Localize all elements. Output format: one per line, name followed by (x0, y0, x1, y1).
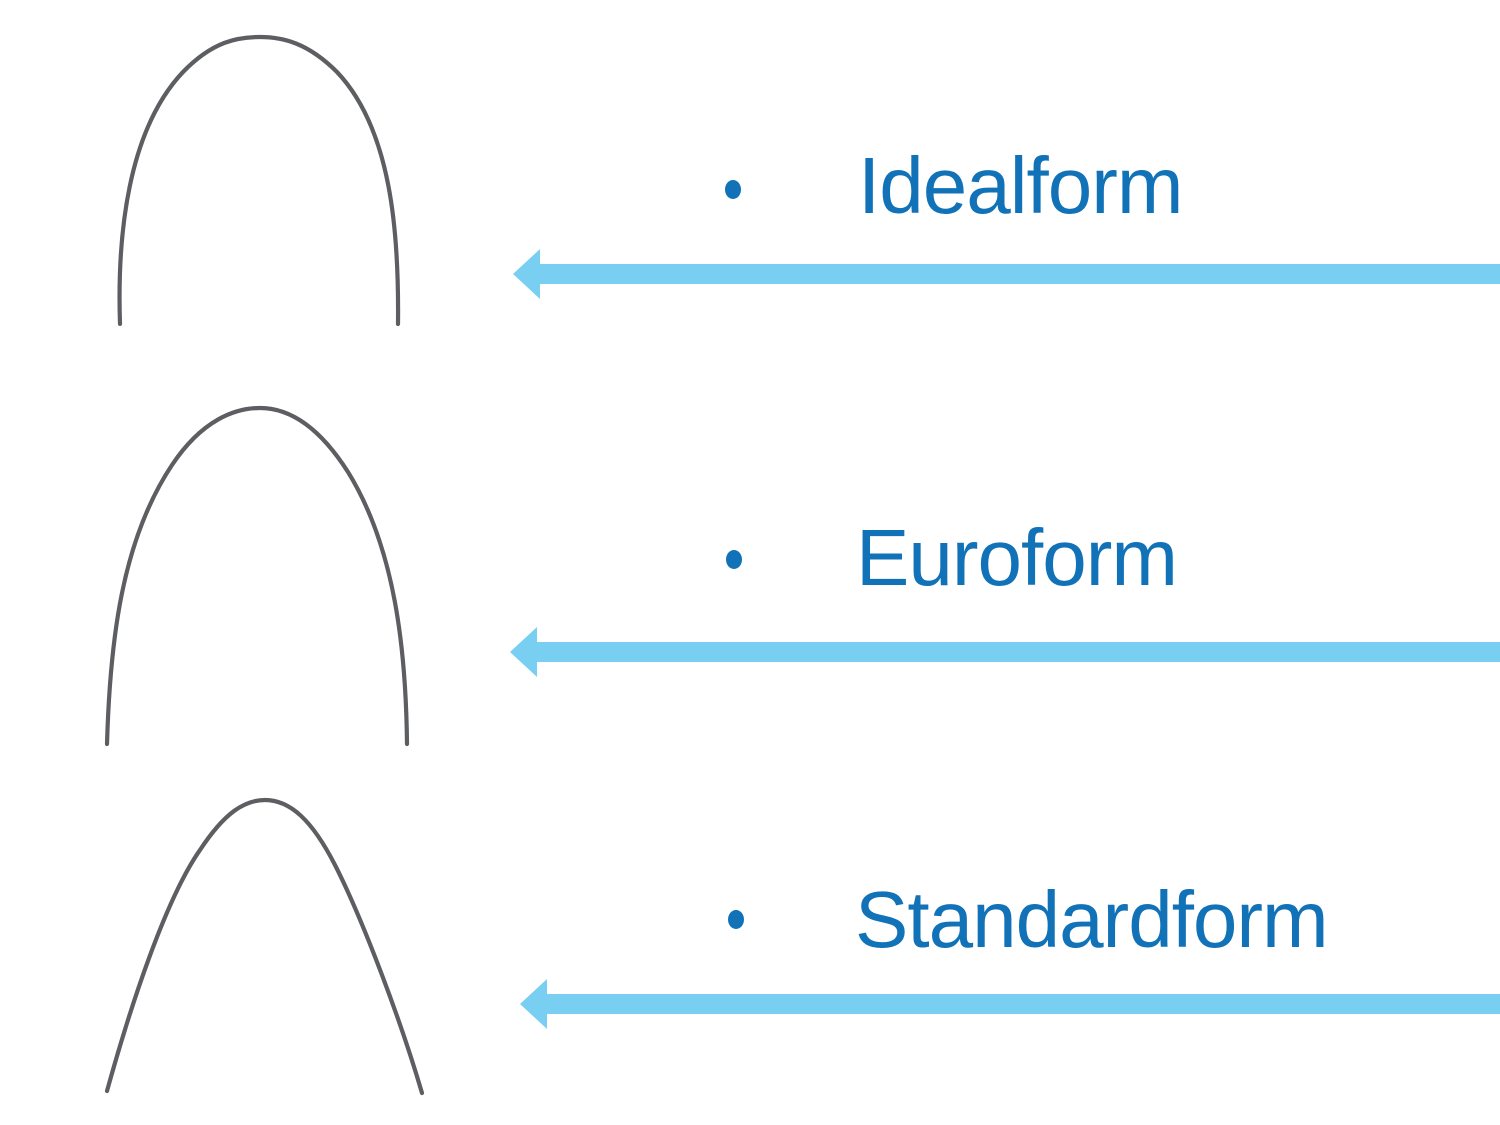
bullet-icon (728, 910, 744, 929)
euroform-archwire-image (104, 405, 410, 747)
left-arrow-icon (513, 249, 1500, 299)
label-idealform: Idealform (858, 141, 1183, 230)
bullet-icon (726, 550, 742, 569)
left-arrow-icon (520, 979, 1500, 1029)
bullet-icon (725, 180, 741, 199)
label-standardform: Standardform (855, 875, 1329, 964)
standardform-archwire-image (104, 797, 425, 1096)
left-arrow-icon (510, 627, 1500, 677)
label-euroform: Euroform (856, 513, 1178, 602)
idealform-archwire-image (117, 34, 401, 327)
